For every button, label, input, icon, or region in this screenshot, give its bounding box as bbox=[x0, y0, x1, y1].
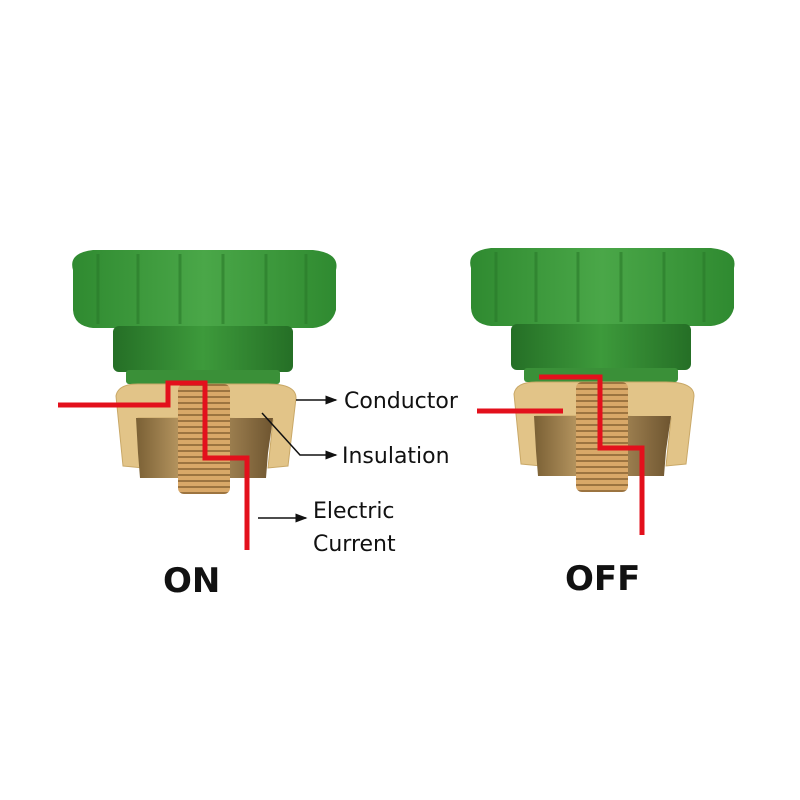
current-path-off-out bbox=[539, 374, 645, 535]
insulation-label: Insulation bbox=[342, 444, 450, 469]
conductor-label: Conductor bbox=[344, 389, 459, 414]
electric-current-label-line2: Current bbox=[313, 532, 396, 557]
switch-off-device bbox=[468, 246, 737, 494]
current-path-on bbox=[58, 380, 250, 550]
electric-current-label-line1: Electric bbox=[313, 499, 395, 524]
insulation-arrow bbox=[261, 412, 338, 460]
off-label: OFF bbox=[565, 559, 640, 599]
on-label: ON bbox=[163, 561, 220, 601]
